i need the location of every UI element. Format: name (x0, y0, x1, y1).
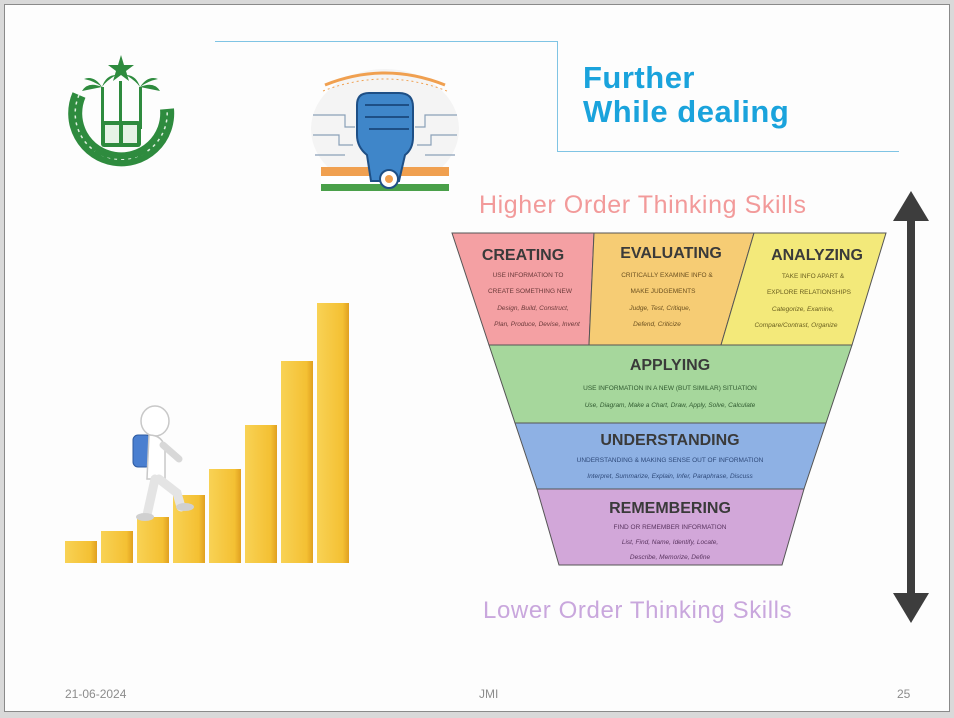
stair-bars (65, 303, 349, 563)
title-rule-vertical (557, 41, 558, 151)
creating-verbs-2: Plan, Produce, Devise, Invent (494, 321, 581, 328)
applying-title: APPLYING (630, 357, 710, 374)
understanding-verbs: Interpret, Summarize, Explain, Infer, Pa… (587, 473, 753, 480)
applying-verbs: Use, Diagram, Make a Chart, Draw, Apply,… (585, 402, 756, 409)
evaluating-verbs-1: Judge, Test, Critique, (628, 305, 690, 312)
slide-title: Further While dealing (583, 61, 789, 129)
understanding-segment: UNDERSTANDING UNDERSTANDING & MAKING SEN… (514, 422, 827, 490)
applying-desc: USE INFORMATION IN A NEW (BUT SIMILAR) S… (583, 385, 757, 392)
bloom-funnel-diagram: CREATING USE INFORMATION TO CREATE SOMET… (451, 232, 887, 566)
creating-desc-1: USE INFORMATION TO (493, 272, 564, 279)
understanding-title: UNDERSTANDING (600, 432, 739, 449)
analyzing-title: ANALYZING (771, 247, 863, 264)
title-rule-top (215, 41, 557, 42)
analyzing-verbs-2: Compare/Contrast, Organize (754, 322, 837, 329)
title-line-1: Further (583, 60, 695, 95)
university-emblem-icon (68, 55, 175, 167)
double-arrow-icon (893, 191, 929, 623)
evaluating-title: EVALUATING (620, 245, 722, 262)
page-number: 25 (897, 687, 911, 701)
remembering-segment: REMEMBERING FIND OR REMEMBER INFORMATION… (536, 488, 805, 566)
analyzing-verbs-1: Categorize, Examine, (772, 306, 834, 313)
creating-desc-2: CREATE SOMETHING NEW (488, 288, 573, 295)
remembering-verbs-2: Describe, Memorize, Define (630, 554, 711, 561)
creating-segment: CREATING USE INFORMATION TO CREATE SOMET… (451, 232, 595, 346)
remembering-verbs-1: List, Find, Name, Identify, Locate, (622, 539, 719, 546)
creating-verbs-1: Design, Build, Construct, (497, 305, 569, 312)
evaluating-desc-1: CRITICALLY EXAMINE INFO & (621, 272, 713, 279)
person-climbing-stairs-icon (65, 303, 349, 563)
footer-date: 21-06-2024 (65, 687, 127, 701)
raised-fist-icon (311, 69, 459, 191)
evaluating-desc-2: MAKE JUDGEMENTS (630, 288, 696, 295)
lower-order-label: Lower Order Thinking Skills (483, 597, 793, 624)
title-rule-bottom (557, 151, 899, 152)
evaluating-verbs-2: Defend, Criticize (633, 321, 681, 328)
evaluating-segment: EVALUATING CRITICALLY EXAMINE INFO & MAK… (588, 232, 755, 346)
analyzing-desc-2: EXPLORE RELATIONSHIPS (767, 289, 852, 296)
higher-order-label: Higher Order Thinking Skills (479, 191, 807, 219)
understanding-desc: UNDERSTANDING & MAKING SENSE OUT OF INFO… (577, 457, 764, 464)
climbing-person (132, 405, 194, 521)
applying-segment: APPLYING USE INFORMATION IN A NEW (BUT S… (488, 344, 853, 424)
analyzing-segment: ANALYZING TAKE INFO APART & EXPLORE RELA… (720, 232, 887, 346)
remembering-desc: FIND OR REMEMBER INFORMATION (614, 524, 727, 531)
analyzing-desc-1: TAKE INFO APART & (782, 273, 845, 280)
creating-title: CREATING (482, 247, 564, 264)
footer-center: JMI (479, 687, 499, 701)
slide: Further While dealing Higher Order Think… (4, 4, 950, 712)
remembering-title: REMEMBERING (609, 500, 731, 517)
title-line-2: While dealing (583, 94, 790, 129)
